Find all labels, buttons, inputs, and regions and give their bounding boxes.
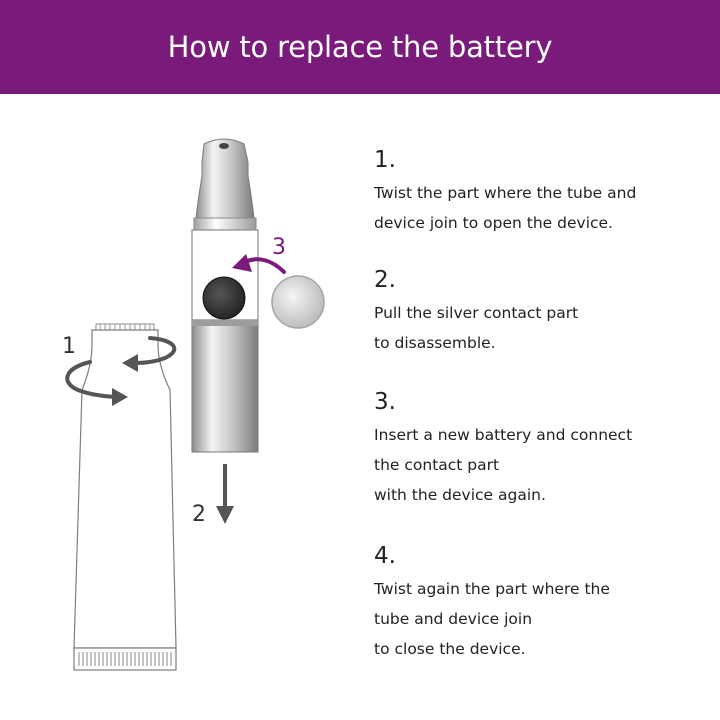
tube-illustration: [73, 323, 177, 671]
step-1: 1. Twist the part where the tube and dev…: [374, 146, 714, 238]
device-body: [191, 138, 259, 453]
step-text: the contact part: [374, 456, 500, 474]
step-text: Twist the part where the tube and: [374, 184, 637, 202]
contact-coin-icon: [271, 275, 325, 329]
twist-arrows-icon: [65, 336, 177, 399]
step-text: to close the device.: [374, 640, 526, 658]
step-text: Twist again the part where the: [374, 580, 610, 598]
label-1: 1: [62, 334, 76, 359]
label-3: 3: [272, 235, 286, 260]
step-3: 3. Insert a new battery and connect the …: [374, 388, 714, 510]
pull-arrowhead-icon: [216, 506, 234, 524]
step-text: with the device again.: [374, 486, 546, 504]
twist-arrowheads-icon: [112, 354, 138, 406]
step-text: device join to open the device.: [374, 214, 613, 232]
page-title: How to replace the battery: [167, 30, 553, 64]
device-illustration: 1 3 2: [62, 138, 325, 671]
step-number: 3.: [374, 389, 396, 415]
step-2: 2. Pull the silver contact part to disas…: [374, 266, 714, 358]
battery-icon: [202, 276, 246, 320]
header-banner: How to replace the battery: [0, 0, 720, 94]
step-number: 2.: [374, 267, 396, 293]
insert-arrowhead-icon: [232, 254, 252, 272]
step-4: 4. Twist again the part where the tube a…: [374, 542, 714, 664]
step-text: Pull the silver contact part: [374, 304, 579, 322]
step-text: to disassemble.: [374, 334, 496, 352]
step-text: Insert a new battery and connect: [374, 426, 633, 444]
label-2: 2: [192, 502, 206, 527]
step-text: tube and device join: [374, 610, 533, 628]
insert-arrow-icon: [243, 257, 286, 274]
step-number: 4.: [374, 543, 396, 569]
step-number: 1.: [374, 147, 396, 173]
